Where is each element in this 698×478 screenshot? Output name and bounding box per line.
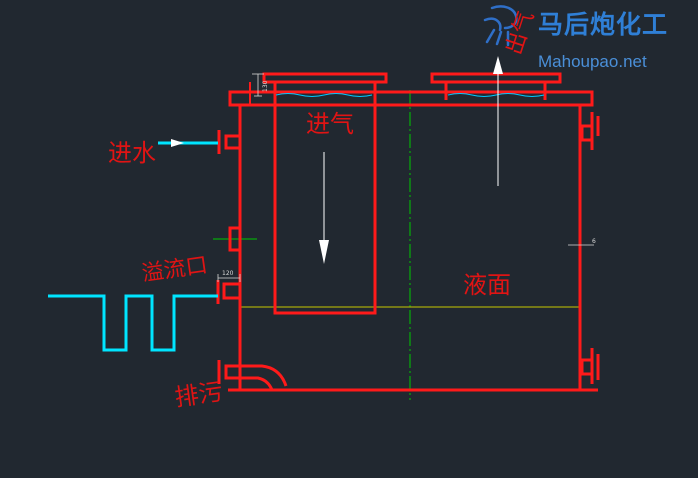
dimension-neck-height-label: 130	[262, 80, 269, 92]
vessel-body	[216, 72, 600, 392]
label-gas-inlet: 进气	[306, 110, 354, 138]
watermark-en: Mahoupao.net	[538, 52, 647, 71]
label-water-inlet: 进水	[108, 139, 156, 167]
gas-outlet-flow-arrow-icon	[493, 56, 503, 186]
watermark-cn: 马后炮化工	[538, 10, 668, 39]
dimension-wall-thickness-label: 6	[592, 238, 596, 245]
dimension-overflow-pipe-label: 120	[222, 270, 234, 277]
outlet-break-line	[447, 93, 545, 97]
label-gas-outlet: 出气	[502, 8, 539, 58]
label-liquid-level: 液面	[463, 271, 511, 299]
water-inlet-arrow-icon	[171, 139, 184, 147]
overflow-trap-pipe	[48, 294, 218, 352]
watermark-logo-icon	[483, 5, 518, 47]
drain-elbow	[240, 364, 288, 391]
label-overflow: 溢流口	[140, 253, 209, 287]
inlet-break-line	[275, 93, 373, 97]
watermark: 马后炮化工 Mahoupao.net	[483, 5, 668, 71]
gas-inlet-flow-arrow-icon	[319, 152, 329, 264]
label-drain: 排污	[173, 378, 224, 412]
dimension-neck-height	[252, 73, 264, 97]
dimension-overflow-pipe	[217, 274, 241, 282]
